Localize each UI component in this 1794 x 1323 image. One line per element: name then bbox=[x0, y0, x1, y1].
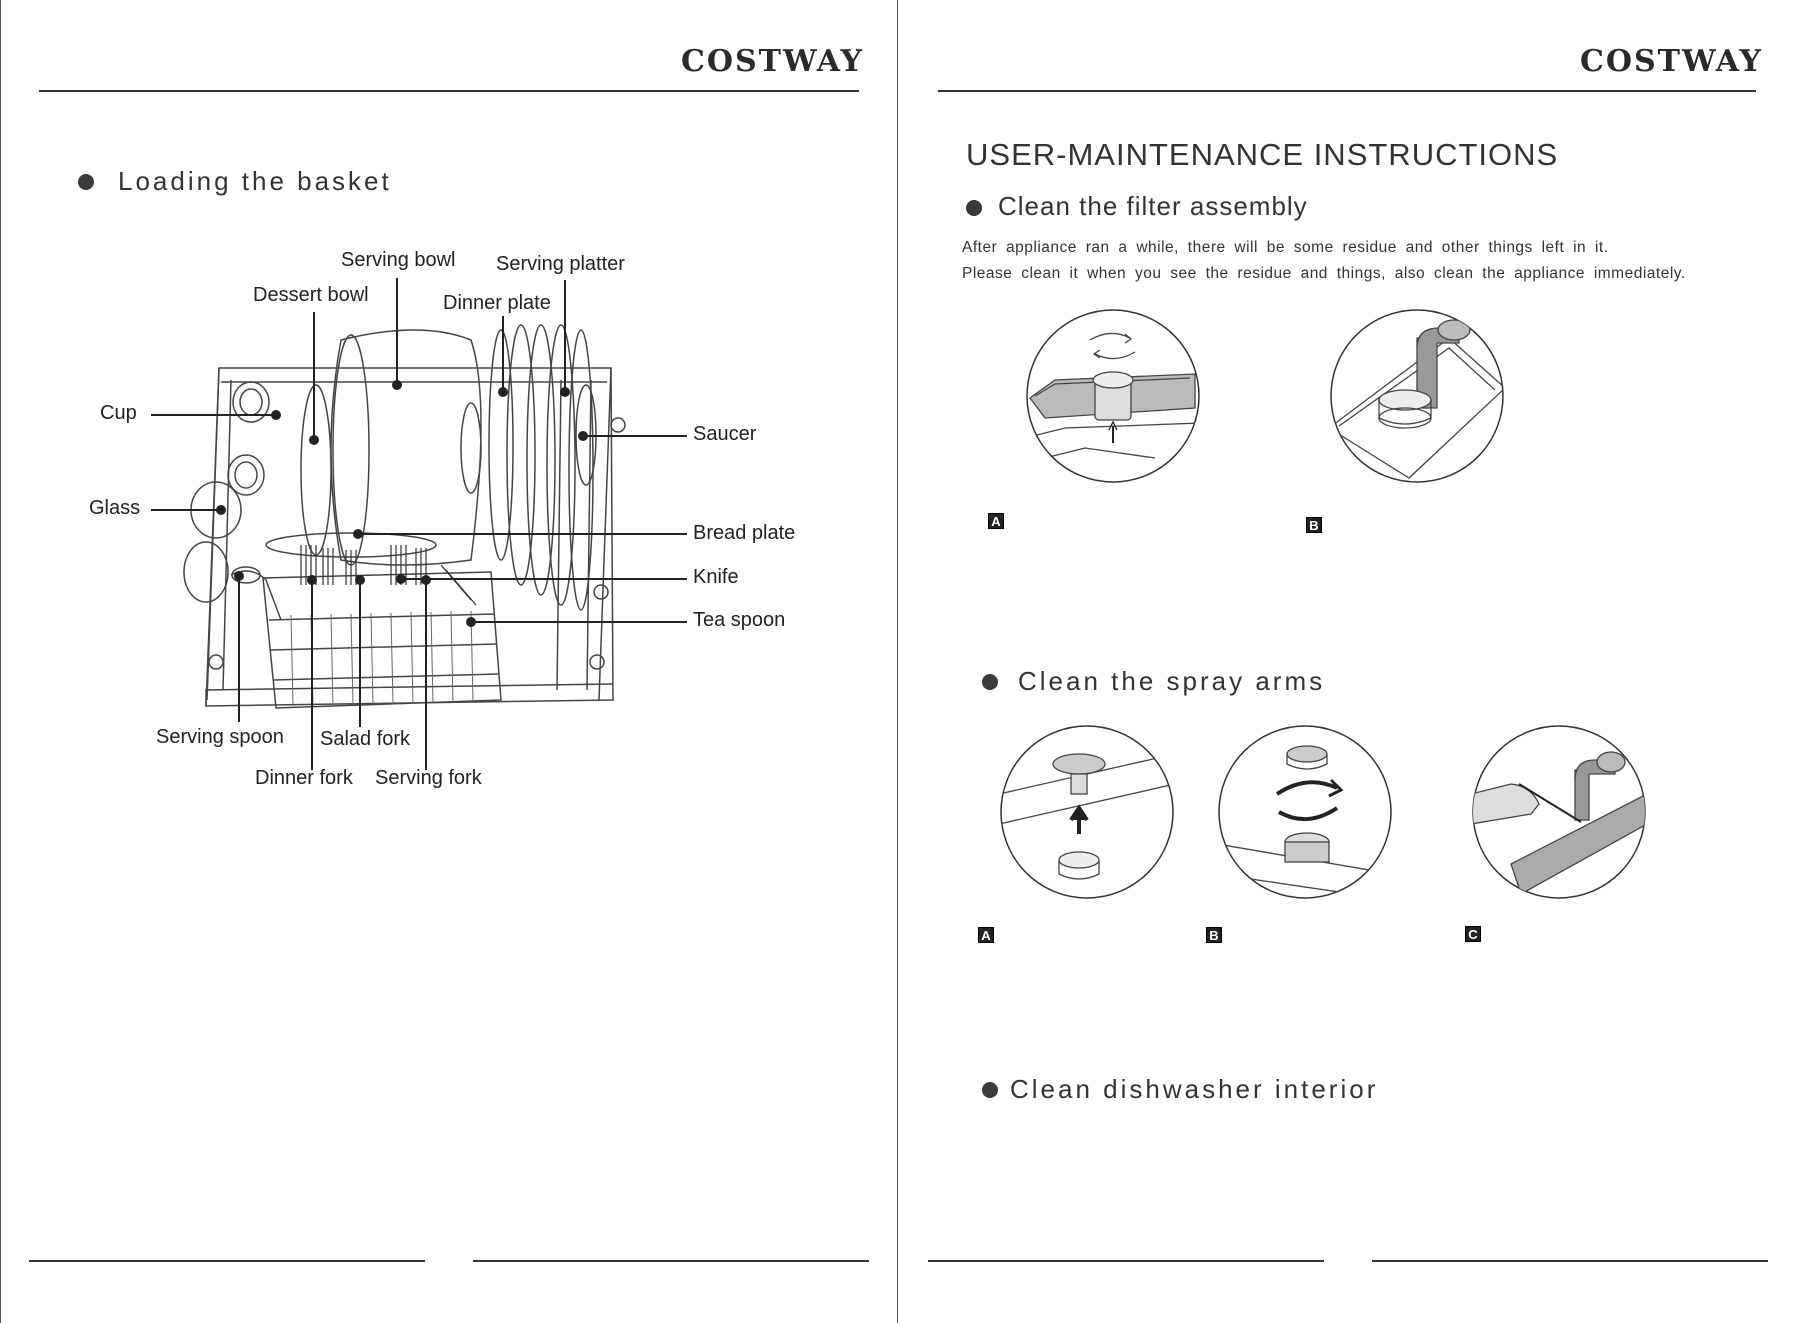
spray-figure-a bbox=[999, 724, 1175, 900]
label-dinner-fork: Dinner fork bbox=[255, 767, 353, 790]
filter-figure-a bbox=[1025, 308, 1201, 484]
spray-figure-b bbox=[1217, 724, 1393, 900]
label-knife: Knife bbox=[693, 566, 739, 589]
section-title-filter: Clean the filter assembly bbox=[998, 191, 1308, 222]
basket-illustration bbox=[1, 0, 898, 1323]
label-glass: Glass bbox=[89, 497, 140, 520]
brand-logo: COSTWAY bbox=[1580, 44, 1763, 79]
label-dessert-bowl: Dessert bowl bbox=[253, 284, 369, 307]
label-saucer: Saucer bbox=[693, 423, 756, 446]
label-serving-bowl: Serving bowl bbox=[341, 249, 456, 272]
page-title: USER-MAINTENANCE INSTRUCTIONS bbox=[966, 137, 1558, 173]
footer-rule-left bbox=[29, 1260, 425, 1262]
section-title-interior: Clean dishwasher interior bbox=[1010, 1074, 1378, 1105]
left-page: COSTWAY Loading the basket bbox=[0, 0, 897, 1323]
section-title-spray: Clean the spray arms bbox=[1018, 666, 1325, 697]
filter-text-line-1: After appliance ran a while, there will … bbox=[962, 239, 1609, 257]
badge-spray-c: C bbox=[1465, 926, 1481, 942]
label-salad-fork: Salad fork bbox=[320, 728, 410, 751]
label-tea-spoon: Tea spoon bbox=[693, 609, 785, 632]
filter-figure-b bbox=[1329, 308, 1505, 484]
label-serving-platter: Serving platter bbox=[496, 253, 625, 276]
label-serving-spoon: Serving spoon bbox=[156, 726, 284, 749]
badge-spray-a: A bbox=[978, 927, 994, 943]
bullet-icon bbox=[966, 200, 982, 216]
label-bread-plate: Bread plate bbox=[693, 522, 795, 545]
badge-spray-b: B bbox=[1206, 927, 1222, 943]
spray-figure-c bbox=[1471, 724, 1647, 900]
filter-text-line-2: Please clean it when you see the residue… bbox=[962, 265, 1686, 283]
header-rule bbox=[938, 90, 1756, 92]
footer-rule-left bbox=[928, 1260, 1324, 1262]
footer-rule-right bbox=[473, 1260, 869, 1262]
badge-filter-a: A bbox=[988, 513, 1004, 529]
label-cup: Cup bbox=[100, 402, 137, 425]
footer-rule-right bbox=[1372, 1260, 1768, 1262]
label-dinner-plate: Dinner plate bbox=[443, 292, 551, 315]
bullet-icon bbox=[982, 674, 998, 690]
bullet-icon bbox=[982, 1082, 998, 1098]
label-serving-fork: Serving fork bbox=[375, 767, 482, 790]
badge-filter-b: B bbox=[1306, 517, 1322, 533]
right-page: COSTWAY USER-MAINTENANCE INSTRUCTIONS Cl… bbox=[897, 0, 1794, 1323]
